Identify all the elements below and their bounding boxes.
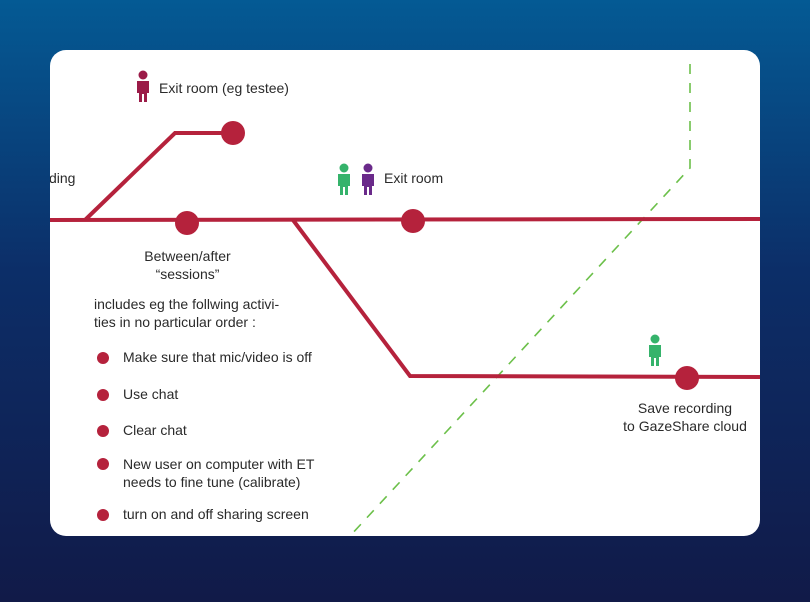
label-exit-room: Exit room [384, 170, 444, 186]
person-icon-purple [362, 163, 374, 195]
activity-item: Make sure that mic/video is off [123, 349, 312, 365]
label-exit-room-testee: Exit room (eg testee) [159, 80, 289, 96]
label-between-sessions: Between/after “sessions” [120, 247, 255, 283]
station-exit-testee [221, 121, 245, 145]
bullet-icon [97, 458, 109, 470]
activity-item: Use chat [123, 386, 179, 402]
upper-branch-track [83, 131, 233, 222]
station-save-recording [675, 366, 699, 390]
station-between-sessions [175, 211, 199, 235]
bullet-icon [97, 425, 109, 437]
activities-intro: includes eg the follwing activi- ties in… [94, 295, 279, 331]
activity-item: New user on computer with ET needs to fi… [123, 455, 314, 491]
activity-item-line2: needs to fine tune (calibrate) [123, 474, 301, 490]
lower-branch-track [291, 218, 760, 379]
intro-line1: includes eg the follwing activi- [94, 296, 280, 312]
activity-item: turn on and off sharing screen [123, 506, 309, 522]
dashed-boundary-line [349, 64, 691, 536]
person-icon-red [137, 70, 149, 102]
save-line2: to GazeShare cloud [623, 418, 747, 434]
station-exit-room [401, 209, 425, 233]
save-line1: Save recording [637, 400, 733, 416]
intro-line2: ties in no particular order : [94, 314, 256, 330]
activity-item-line1: New user on computer with ET [123, 456, 315, 472]
person-icon-green [338, 163, 350, 195]
activity-item: Clear chat [123, 422, 187, 438]
label-between-line2: “sessions” [155, 266, 220, 282]
bullet-icon [97, 389, 109, 401]
label-recording-fragment: ding [50, 170, 76, 186]
label-save-recording: Save recording to GazeShare cloud [610, 399, 760, 435]
bullet-icon [97, 509, 109, 521]
diagram-card: Exit room (eg testee) ding Exit room Bet… [50, 50, 760, 536]
person-icon-green-save [649, 334, 661, 366]
label-between-line1: Between/after [144, 248, 231, 264]
bullet-icon [97, 352, 109, 364]
track-diagram [50, 64, 760, 536]
